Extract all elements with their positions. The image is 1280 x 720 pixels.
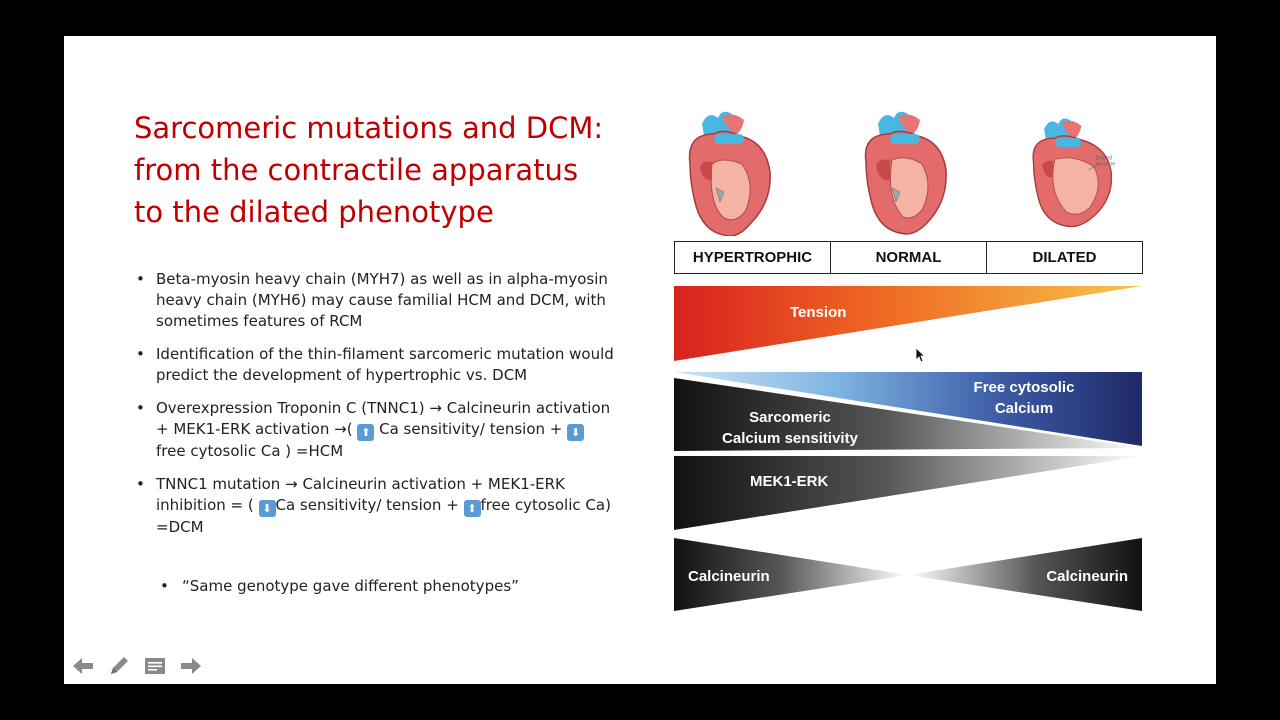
pencil-icon — [111, 657, 128, 674]
bullet-text: Ca sensitivity/ tension + — [275, 496, 464, 514]
right-arrow-icon: → — [429, 399, 442, 417]
tension-label: Tension — [790, 304, 846, 321]
dilated-annotation-2: ventricle — [1095, 162, 1115, 168]
free-calcium-label-1: Free cytosolic — [974, 379, 1075, 396]
notes-icon — [145, 658, 165, 674]
bullet-list: Beta-myosin heavy chain (MYH7) as well a… — [134, 269, 614, 550]
dilated-annotation-1: Dilated — [1095, 155, 1112, 161]
down-arrow-icon: ⬇ — [258, 500, 276, 517]
down-arrow-icon: ⬇ — [567, 424, 585, 441]
phenotype-figure: Dilated ventricle HYPERTROPHIC NORMAL DI… — [668, 96, 1148, 636]
hypertrophic-heart-image — [688, 111, 771, 236]
phenotype-hypertrophic-label: HYPERTROPHIC — [692, 249, 813, 266]
pen-tool-button[interactable] — [106, 653, 132, 679]
gradient-diagram: Tension Free cytosolic Calcium Sarcomeri… — [674, 286, 1142, 611]
phenotype-dilated-label: DILATED — [986, 242, 1142, 273]
calcineurin-right-wedge — [908, 538, 1142, 611]
next-slide-button[interactable] — [178, 653, 204, 679]
bullet-text: Calcineurin activation + MEK1-ERK inhibi… — [156, 475, 565, 514]
bullet-item: Beta-myosin heavy chain (MYH7) as well a… — [134, 269, 614, 332]
bullet-text: free cytosolic Ca) =DCM — [156, 496, 611, 536]
calcineurin-right-label: Calcineurin — [1046, 568, 1128, 585]
normal-heart-image — [864, 111, 947, 235]
bullet-text: Overexpression Troponin C (TNNC1) — [156, 399, 430, 417]
title-line-1: Sarcomeric mutations and DCM: — [134, 111, 604, 146]
sub-bullet: “Same genotype gave different phenotypes… — [160, 577, 519, 595]
bullet-item: TNNC1 mutation → Calcineurin activation … — [134, 474, 614, 538]
free-calcium-label-2: Calcium — [995, 400, 1053, 417]
bullet-item: Overexpression Troponin C (TNNC1) → Calc… — [134, 398, 614, 462]
bullet-text: TNNC1 mutation — [156, 475, 286, 493]
slide-menu-button[interactable] — [142, 653, 168, 679]
mouse-cursor-icon — [915, 347, 925, 363]
mek-erk-wedge — [674, 456, 1142, 530]
mek-erk-label: MEK1-ERK — [750, 473, 829, 490]
title-line-3: to the dilated phenotype — [134, 195, 494, 230]
left-arrow-icon — [73, 658, 93, 674]
bullet-text: Identification of the thin-filament sarc… — [156, 345, 614, 384]
up-arrow-icon: ⬆ — [357, 424, 375, 441]
bullet-text: Calcineurin activation + MEK1-ERK activa… — [156, 399, 611, 438]
slideshow-controls — [70, 652, 204, 680]
sarcomeric-label-1: Sarcomeric — [749, 409, 831, 426]
tension-wedge — [674, 286, 1142, 361]
phenotype-header-row: HYPERTROPHIC NORMAL DILATED — [674, 241, 1143, 274]
bullet-text: ( — [346, 420, 358, 438]
slide: Sarcomeric mutations and DCM: from the c… — [64, 36, 1216, 684]
up-arrow-icon: ⬆ — [463, 500, 481, 517]
right-arrow-icon — [181, 658, 201, 674]
calcineurin-left-wedge — [674, 538, 908, 611]
sarcomeric-label-2: Calcium sensitivity — [722, 430, 859, 447]
phenotype-normal-label: NORMAL — [830, 242, 986, 273]
right-arrow-icon: → — [285, 475, 298, 493]
bullet-item: Identification of the thin-filament sarc… — [134, 344, 614, 386]
free-calcium-wedge — [674, 372, 1142, 446]
calcineurin-left-label: Calcineurin — [688, 568, 770, 585]
right-arrow-icon: → — [334, 420, 347, 438]
bullet-text: free cytosolic Ca ) =HCM — [156, 442, 344, 460]
slide-title: Sarcomeric mutations and DCM: from the c… — [134, 107, 654, 233]
title-line-2: from the contractile apparatus — [134, 153, 579, 188]
sarcomeric-sensitivity-wedge — [674, 378, 1142, 451]
previous-slide-button[interactable] — [70, 653, 96, 679]
dilated-heart-image: Dilated ventricle — [1032, 118, 1115, 228]
bullet-text: Ca sensitivity/ tension + — [374, 420, 568, 438]
bullet-text: Beta-myosin heavy chain (MYH7) as well a… — [156, 270, 608, 330]
